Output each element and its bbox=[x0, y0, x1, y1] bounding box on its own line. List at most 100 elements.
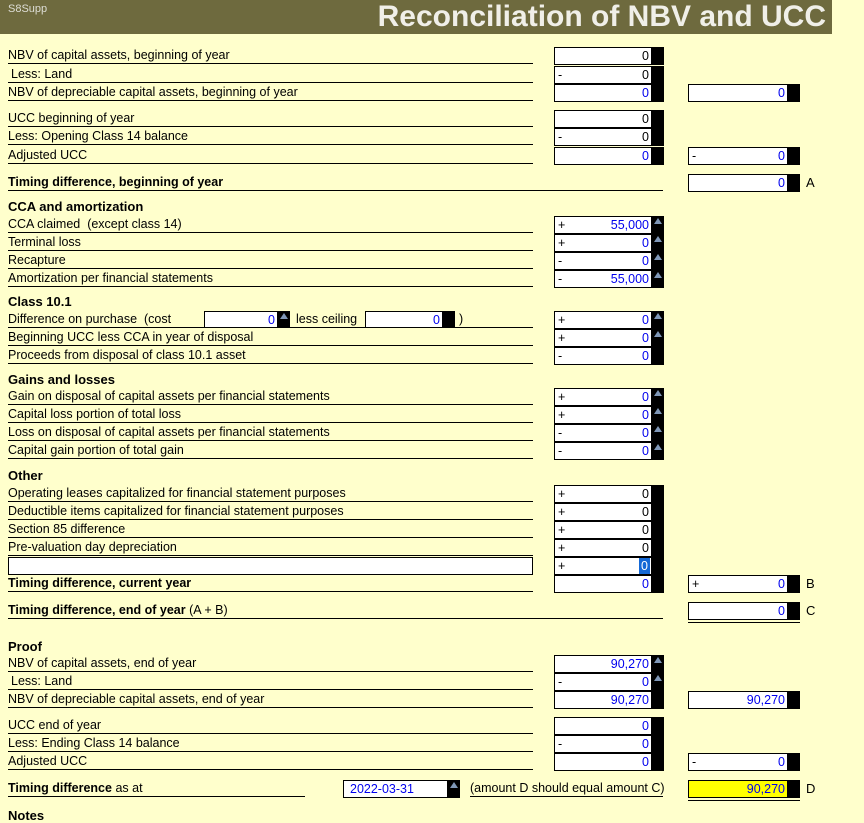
section-heading: Proof bbox=[8, 639, 42, 654]
field-bar bbox=[652, 147, 664, 165]
field-bar bbox=[652, 691, 664, 709]
field-bar bbox=[652, 66, 664, 84]
beginning-ucc-less-cca-field[interactable]: + 0 bbox=[554, 329, 652, 347]
ceiling-field[interactable]: 0 bbox=[365, 311, 443, 328]
section-heading: Gains and losses bbox=[8, 372, 115, 387]
field-bar bbox=[788, 691, 800, 709]
proceeds-class101-field[interactable]: - 0 bbox=[554, 347, 652, 365]
cost-field[interactable]: 0 bbox=[204, 311, 278, 328]
total-row: Timing difference, beginning of year 0 A bbox=[0, 174, 864, 192]
link-marker[interactable] bbox=[652, 424, 664, 442]
nbv-depreciable-eoy-carry-field[interactable]: 90,270 bbox=[688, 691, 788, 709]
line-letter: B bbox=[806, 576, 815, 591]
field-bar bbox=[652, 575, 664, 593]
field-label: Recapture bbox=[8, 252, 533, 269]
as-at-date-field[interactable]: 2022-03-31 bbox=[343, 780, 448, 798]
nbv-capital-assets-boy-field[interactable]: 0 bbox=[554, 47, 652, 65]
field-label: Operating leases capitalized for financi… bbox=[8, 485, 533, 502]
field-row: Less: Ending Class 14 balance - 0 bbox=[0, 735, 864, 753]
field-row: Section 85 difference + 0 bbox=[0, 521, 864, 539]
amortization-field[interactable]: - 55,000 bbox=[554, 270, 652, 288]
timing-difference-cy-carry-field[interactable]: + 0 bbox=[688, 575, 788, 593]
field-row: NBV of depreciable capital assets, begin… bbox=[0, 84, 864, 102]
less-land-eoy-field[interactable]: - 0 bbox=[554, 673, 652, 691]
field-bar bbox=[788, 753, 800, 771]
capital-gain-portion-field[interactable]: - 0 bbox=[554, 442, 652, 460]
line-letter: D bbox=[806, 781, 816, 796]
section85-difference-field[interactable]: + 0 bbox=[554, 521, 652, 539]
link-marker[interactable] bbox=[652, 388, 664, 406]
adjusted-ucc-boy-field[interactable]: 0 bbox=[554, 147, 652, 165]
nbv-depreciable-boy-carry-field[interactable]: 0 bbox=[688, 84, 788, 102]
capital-loss-portion-field[interactable]: + 0 bbox=[554, 406, 652, 424]
up-triangle-icon bbox=[654, 408, 662, 414]
field-row: Loss on disposal of capital assets per f… bbox=[0, 424, 864, 442]
terminal-loss-field[interactable]: + 0 bbox=[554, 234, 652, 252]
up-triangle-icon bbox=[654, 218, 662, 224]
link-marker[interactable] bbox=[652, 442, 664, 460]
link-marker[interactable] bbox=[652, 216, 664, 234]
field-label: Pre-valuation day depreciation bbox=[8, 539, 533, 556]
nbv-capital-assets-eoy-field[interactable]: 90,270 bbox=[554, 655, 652, 673]
less-ending-class14-field[interactable]: - 0 bbox=[554, 735, 652, 753]
link-marker[interactable] bbox=[652, 329, 664, 347]
up-triangle-icon bbox=[654, 390, 662, 396]
less-opening-class14-field[interactable]: - 0 bbox=[554, 128, 652, 146]
total-row: Timing difference as at 2022-03-31 (amou… bbox=[0, 780, 864, 801]
deductible-items-field[interactable]: + 0 bbox=[554, 503, 652, 521]
ucc-boy-field[interactable]: 0 bbox=[554, 110, 652, 128]
field-row: Less: Land - 0 bbox=[0, 66, 864, 84]
field-label: less ceiling bbox=[296, 312, 358, 326]
recapture-field[interactable]: - 0 bbox=[554, 252, 652, 270]
loss-on-disposal-field[interactable]: - 0 bbox=[554, 424, 652, 442]
pre-valuation-depreciation-field[interactable]: + 0 bbox=[554, 539, 652, 557]
gain-on-disposal-field[interactable]: + 0 bbox=[554, 388, 652, 406]
cca-claimed-field[interactable]: + 55,000 bbox=[554, 216, 652, 234]
field-bar bbox=[652, 753, 664, 771]
field-label: NBV of capital assets, end of year bbox=[8, 655, 533, 672]
field-row: Capital gain portion of total gain - 0 bbox=[0, 442, 864, 460]
ucc-eoy-field[interactable]: 0 bbox=[554, 717, 652, 735]
difference-on-purchase-field[interactable]: + 0 bbox=[554, 311, 652, 329]
link-marker[interactable] bbox=[652, 234, 664, 252]
timing-difference-cy-field[interactable]: 0 bbox=[554, 575, 652, 593]
nbv-depreciable-boy-field[interactable]: 0 bbox=[554, 84, 652, 102]
link-marker[interactable] bbox=[652, 252, 664, 270]
adjusted-ucc-eoy-carry-field[interactable]: - 0 bbox=[688, 753, 788, 771]
other-amount-field[interactable]: + 0 bbox=[554, 557, 652, 575]
link-marker[interactable] bbox=[652, 673, 664, 691]
link-marker[interactable] bbox=[652, 311, 664, 329]
adjusted-ucc-boy-carry-field[interactable]: - 0 bbox=[688, 147, 788, 165]
up-triangle-icon bbox=[450, 782, 458, 788]
link-marker[interactable] bbox=[652, 406, 664, 424]
adjusted-ucc-eoy-field[interactable]: 0 bbox=[554, 753, 652, 771]
line-letter: A bbox=[806, 175, 815, 190]
timing-difference-eoy-field[interactable]: 0 bbox=[688, 602, 788, 620]
link-marker[interactable] bbox=[652, 270, 664, 288]
other-description-input[interactable] bbox=[8, 557, 533, 575]
link-marker[interactable] bbox=[448, 780, 460, 798]
field-bar bbox=[652, 735, 664, 753]
field-row: Pre-valuation day depreciation + 0 bbox=[0, 539, 864, 557]
field-label: CCA claimed (except class 14) bbox=[8, 216, 533, 233]
field-label: Proceeds from disposal of class 10.1 ass… bbox=[8, 347, 533, 364]
field-bar bbox=[652, 47, 664, 65]
field-row: NBV of capital assets, end of year 90,27… bbox=[0, 655, 864, 673]
total-label: Timing difference, beginning of year bbox=[8, 174, 663, 191]
field-label: Deductible items capitalized for financi… bbox=[8, 503, 533, 520]
link-marker[interactable] bbox=[278, 311, 290, 328]
form-header: S8Supp Reconciliation of NBV and UCC bbox=[0, 0, 832, 34]
up-triangle-icon bbox=[654, 254, 662, 260]
up-triangle-icon bbox=[654, 657, 662, 663]
operating-leases-field[interactable]: + 0 bbox=[554, 485, 652, 503]
page-title: Reconciliation of NBV and UCC bbox=[377, 0, 826, 33]
link-marker[interactable] bbox=[652, 655, 664, 673]
timing-difference-asat-field[interactable]: 90,270 bbox=[688, 780, 788, 798]
field-row: NBV of capital assets, beginning of year… bbox=[0, 47, 864, 65]
field-label: Less: Ending Class 14 balance bbox=[8, 735, 533, 752]
timing-difference-boy-field[interactable]: 0 bbox=[688, 174, 788, 192]
less-land-boy-field[interactable]: - 0 bbox=[554, 66, 652, 84]
nbv-depreciable-eoy-field[interactable]: 90,270 bbox=[554, 691, 652, 709]
field-row: Beginning UCC less CCA in year of dispos… bbox=[0, 329, 864, 347]
field-label: NBV of capital assets, beginning of year bbox=[8, 47, 533, 64]
